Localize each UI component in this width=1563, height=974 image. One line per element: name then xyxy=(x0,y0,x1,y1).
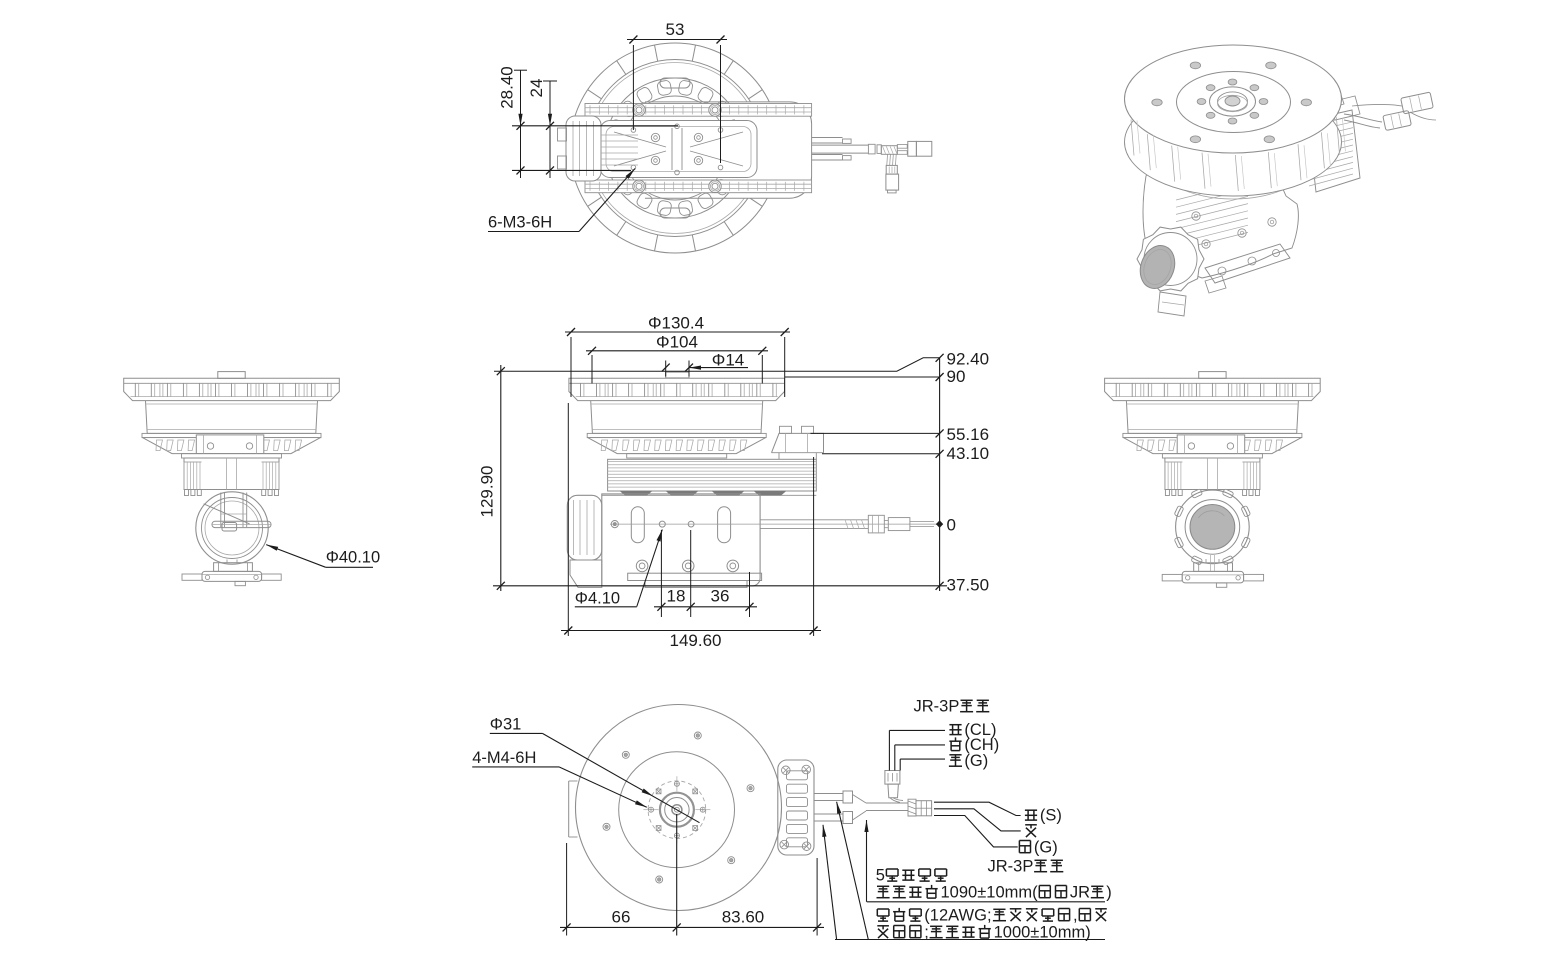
svg-text:JR-3P: JR-3P xyxy=(914,698,960,716)
svg-text:(G): (G) xyxy=(1034,839,1058,857)
svg-text:Φ14: Φ14 xyxy=(712,350,744,369)
svg-text:): ) xyxy=(1106,884,1112,902)
svg-text:JR: JR xyxy=(1070,884,1090,902)
svg-text:Φ40.10: Φ40.10 xyxy=(326,549,380,567)
svg-text:,: , xyxy=(1073,907,1078,925)
svg-text:Φ130.4: Φ130.4 xyxy=(648,313,704,332)
svg-text:JR-3P: JR-3P xyxy=(988,858,1034,876)
svg-text:Φ31: Φ31 xyxy=(490,716,522,734)
svg-text:92.40: 92.40 xyxy=(947,350,990,369)
svg-text:(S): (S) xyxy=(1040,807,1062,825)
svg-text:24: 24 xyxy=(527,79,546,98)
svg-text:90: 90 xyxy=(947,367,966,386)
svg-text:0: 0 xyxy=(947,516,956,535)
svg-text:(G): (G) xyxy=(964,752,988,770)
svg-text:28.40: 28.40 xyxy=(498,66,517,109)
svg-text:;: ; xyxy=(924,924,929,942)
svg-text:Φ4.10: Φ4.10 xyxy=(575,590,620,608)
svg-text:18: 18 xyxy=(667,587,686,606)
svg-text:43.10: 43.10 xyxy=(947,444,990,463)
svg-text:(CL): (CL) xyxy=(964,721,996,739)
svg-text:(12AWG;: (12AWG; xyxy=(924,907,991,925)
svg-text:(CH): (CH) xyxy=(964,736,999,754)
svg-text:36: 36 xyxy=(711,587,730,606)
svg-text:55.16: 55.16 xyxy=(947,425,990,444)
svg-text:129.90: 129.90 xyxy=(478,466,497,518)
svg-text:6-M3-6H: 6-M3-6H xyxy=(488,214,552,232)
svg-text:Φ104: Φ104 xyxy=(656,332,698,351)
svg-text:1000±10mm): 1000±10mm) xyxy=(994,924,1091,942)
svg-text:83.60: 83.60 xyxy=(722,908,765,927)
svg-text:1090±10mm(: 1090±10mm( xyxy=(941,884,1039,902)
svg-text:37.50: 37.50 xyxy=(947,576,990,595)
svg-text:149.60: 149.60 xyxy=(670,631,722,650)
svg-text:53: 53 xyxy=(666,20,685,39)
svg-text:66: 66 xyxy=(612,908,631,927)
svg-text:4-M4-6H: 4-M4-6H xyxy=(472,749,536,767)
svg-text:5: 5 xyxy=(876,867,885,885)
